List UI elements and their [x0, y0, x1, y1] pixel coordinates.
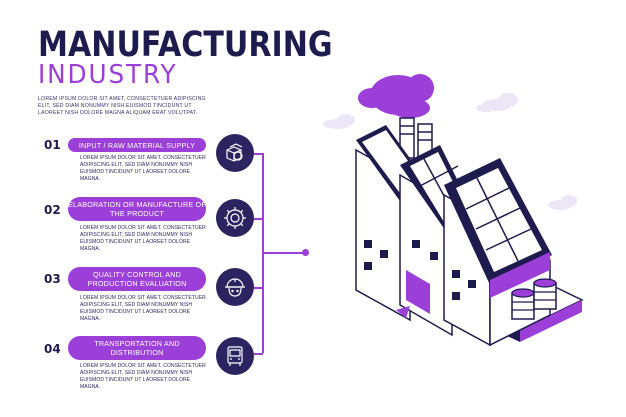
step-number-1: 01: [44, 138, 61, 152]
worker-helmet-icon: [225, 278, 245, 297]
connector-vertical-line: [262, 153, 264, 353]
smoke-cloud: [358, 74, 434, 118]
step-number-4: 04: [44, 342, 61, 356]
arrow-marker: [396, 306, 410, 318]
step-icon-circle-2: [216, 199, 254, 237]
step-icon-circle-3: [216, 268, 254, 306]
step-icon-circle-4: [216, 337, 254, 375]
step-description-4: LOREM IPSUM DOLOR SIT AMET, CONSECTETUER…: [80, 363, 206, 390]
step-description-3: LOREM IPSUM DOLOR SIT AMET, CONSECTETUER…: [80, 295, 206, 322]
step-label-2: ELABORATION OR MANUFACTURE OF THE PRODUC…: [68, 197, 206, 221]
boxes-icon: [226, 143, 243, 162]
title-line1: MANUFACTURING: [38, 25, 333, 65]
factory-building-3: [443, 158, 552, 347]
step-label-3: QUALITY CONTROL AND PRODUCTION EVALUATIO…: [68, 267, 206, 291]
factory-illustration: [323, 74, 584, 347]
step-label-4: TRANSPORTATION AND DISTRIBUTION: [68, 336, 206, 360]
gear-icon: [224, 207, 246, 229]
connector-horizontal-line: [263, 252, 305, 254]
chimneys: [399, 117, 433, 159]
step-number-2: 02: [44, 203, 61, 217]
connector-tick-1: [254, 153, 263, 155]
connector-tick-2: [254, 218, 263, 220]
step-number-3: 03: [44, 272, 61, 286]
background-clouds: [323, 93, 577, 210]
truck-icon: [227, 346, 243, 366]
step-description-2: LOREM IPSUM DOLOR SIT AMET, CONSECTETUER…: [80, 225, 206, 252]
intro-text: LOREM IPSUM DOLOR SIT AMET, CONSECTETUER…: [38, 96, 206, 116]
barrels: [511, 278, 557, 320]
title-line2: INDUSTRY: [38, 60, 178, 90]
step-icon-circle-1: [216, 134, 254, 172]
connector-tick-4: [254, 353, 263, 355]
step-label-1: INPUT / RAW MATERIAL SUPPLY: [68, 138, 206, 152]
step-description-1: LOREM IPSUM DOLOR SIT AMET, CONSECTETUER…: [80, 155, 206, 182]
connector-dot: [302, 249, 309, 256]
connector-tick-3: [254, 287, 263, 289]
